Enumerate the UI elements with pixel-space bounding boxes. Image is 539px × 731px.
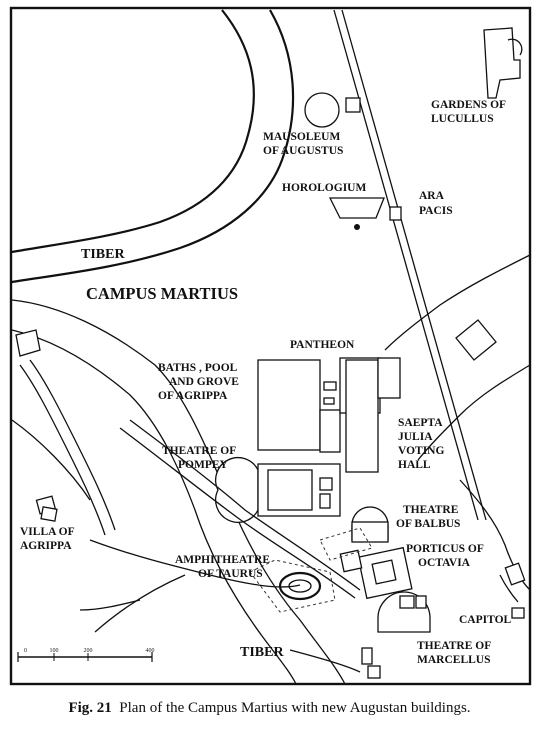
- villa-of-agrippa-structure: [15, 329, 116, 536]
- label-ara-1: ARA: [419, 190, 445, 202]
- label-tiber-north: TIBER: [81, 247, 125, 262]
- label-marcellus-2: MARCELLUS: [417, 654, 490, 666]
- label-gardens-1: GARDENS OF: [431, 99, 506, 111]
- label-baths-3: OF AGRIPPA: [158, 390, 228, 402]
- label-villa-2: AGRIPPA: [20, 540, 72, 552]
- scale-tick-400: 400: [146, 648, 155, 654]
- label-saepta-1: SAEPTA: [398, 417, 443, 429]
- label-saepta-3: VOTING: [398, 445, 444, 457]
- baths-detail-2: [323, 397, 335, 405]
- east-building: [455, 319, 497, 361]
- label-campus-martius: CAMPUS MARTIUS: [86, 284, 238, 303]
- horologium-shape: [328, 197, 385, 219]
- scale-tick-200: 200: [84, 648, 93, 654]
- label-mausoleum-1: MAUSOLEUM: [263, 131, 340, 143]
- mausoleum-annex: [345, 97, 361, 113]
- via-flaminia: [333, 9, 487, 521]
- ara-pacis-shape: [389, 206, 402, 221]
- scale-tick-0: 0: [24, 648, 27, 654]
- south-building-2: [367, 665, 381, 679]
- label-horologium: HOROLOGIUM: [282, 182, 366, 194]
- label-baths-2: AND GROVE: [169, 376, 239, 388]
- label-pompey-1: THEATRE OF: [162, 445, 236, 457]
- label-gardens-2: LUCULLUS: [431, 113, 494, 125]
- baths-of-agrippa: [257, 359, 321, 451]
- contour-east-2: [417, 364, 531, 461]
- label-ara-2: PACIS: [419, 205, 453, 217]
- caption-text: Plan of the Campus Martius with new Augu…: [119, 700, 471, 716]
- label-amphitheatre-1: AMPHITHEATRE: [175, 554, 270, 566]
- label-marcellus-1: THEATRE OF: [417, 640, 491, 652]
- obelisk-dot: [354, 224, 360, 230]
- saepta-julia: [345, 359, 379, 473]
- map-frame: [9, 6, 532, 686]
- saepta-annex: [377, 357, 401, 399]
- label-balbus-2: OF BALBUS: [396, 518, 460, 530]
- label-balbus-1: THEATRE: [403, 504, 459, 516]
- porticus-octavia: [319, 527, 413, 600]
- map-canvas: 0 100 200 400 MAUSOLEUM OF AUGUSTUS GARD…: [9, 6, 532, 686]
- south-road: [289, 649, 361, 673]
- gardens-of-lucullus-building: [483, 27, 523, 99]
- label-saepta-4: HALL: [398, 459, 431, 471]
- figure-caption: Fig. 21 Plan of the Campus Martius with …: [0, 700, 539, 717]
- amphitheatre-of-taurus: [249, 559, 336, 613]
- roads-west: [11, 419, 361, 633]
- caption-prefix: Fig. 21: [68, 700, 112, 716]
- theatre-of-balbus: [351, 506, 389, 543]
- label-tiber-south: TIBER: [240, 645, 284, 660]
- label-porticus-1: PORTICUS OF: [406, 543, 484, 555]
- scale-tick-100: 100: [50, 648, 59, 654]
- label-villa-1: VILLA OF: [20, 526, 75, 538]
- contour-east: [384, 254, 531, 351]
- label-baths-1: BATHS , POOL: [158, 362, 238, 374]
- baths-detail-1: [323, 381, 337, 391]
- capitol-structures: [499, 562, 526, 619]
- theatre-of-pompey: [215, 457, 341, 523]
- label-capitol: CAPITOL: [459, 614, 512, 626]
- theatre-of-marcellus: [377, 591, 431, 633]
- baths-detail-3: [319, 409, 341, 453]
- label-porticus-2: OCTAVIA: [418, 557, 471, 569]
- mausoleum-circle: [304, 92, 340, 128]
- label-saepta-2: JULIA: [398, 431, 433, 443]
- label-amphitheatre-2: OF TAURUS: [198, 568, 263, 580]
- scale-bar: 0 100 200 400: [17, 648, 155, 662]
- label-mausoleum-2: OF AUGUSTUS: [263, 145, 343, 157]
- label-pompey-2: POMPEY: [178, 459, 229, 471]
- south-building: [361, 647, 373, 665]
- label-pantheon: PANTHEON: [290, 339, 355, 351]
